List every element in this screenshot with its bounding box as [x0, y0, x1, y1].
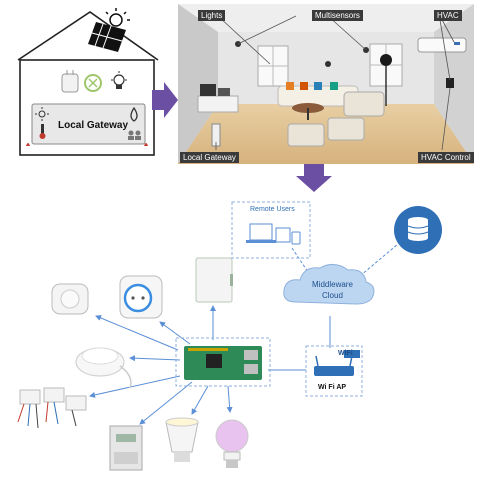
din-energy-meter [109, 425, 143, 471]
connection-lines [89, 243, 399, 425]
smoke-sensor [75, 347, 132, 389]
middleware-cloud [283, 264, 375, 305]
database-icon [394, 206, 442, 254]
wall-module [195, 257, 233, 303]
wifi-ap-device [305, 345, 363, 397]
energy-meter-icon [84, 74, 102, 92]
room-label-multisensors: Multisensors [312, 10, 363, 21]
gu10-bulb [165, 417, 199, 462]
tv-console [197, 84, 239, 113]
link-cloud-to-database [359, 243, 399, 277]
ottoman-right [327, 117, 365, 141]
hvac-control-device [446, 78, 454, 88]
raspberry-pi-gateway [175, 337, 271, 387]
remote-users-label: Remote Users [250, 206, 295, 213]
floor-lamp [380, 54, 392, 106]
occupancy-icon [128, 130, 141, 140]
relay-modules [17, 387, 87, 429]
flow-arrow-down [296, 164, 332, 192]
link-to-gu10-bulb [191, 385, 209, 415]
window-left [257, 45, 289, 87]
coffee-table [292, 103, 324, 120]
house-gateway-label: Local Gateway [58, 120, 129, 131]
network-diagram [17, 201, 442, 471]
rgb-bulb [215, 419, 249, 468]
gateway-panel [31, 103, 146, 145]
solar-panel-icon [88, 8, 130, 52]
link-to-relay-modules [89, 375, 181, 398]
sun-sensor-icon [35, 107, 49, 121]
light-bulb-icon [111, 71, 127, 89]
room-label-hvac: HVAC [434, 10, 462, 21]
room-left-wall [178, 4, 218, 164]
armchair [343, 91, 385, 117]
smart-plug [119, 275, 163, 319]
house-diagram [17, 8, 159, 156]
fire-alarm-icon [26, 143, 148, 146]
ottoman-left [287, 123, 325, 147]
cloud-label-line1: Middleware [312, 280, 353, 289]
room-label-lights: Lights [198, 10, 226, 21]
humidity-drop-icon [130, 106, 138, 122]
room-floor [178, 104, 474, 164]
room-label-hvac-control: HVAC Control [418, 152, 474, 163]
smart-plug-icon [61, 70, 79, 93]
remote-users-box [231, 201, 311, 259]
link-to-din-meter [139, 381, 193, 425]
wifi-ap-label: Wi Fi AP [318, 384, 347, 391]
cloud-label-line2: Cloud [322, 291, 343, 300]
link-to-motion-sensor [95, 315, 179, 351]
annotation-lines [215, 15, 455, 151]
room-label-local-gateway: Local Gateway [180, 152, 239, 163]
ac-unit [417, 37, 467, 53]
link-to-rgb-bulb [226, 385, 233, 413]
room-render [178, 4, 474, 164]
flow-arrow-right [152, 82, 178, 118]
link-to-smart-plug [159, 321, 191, 345]
wifi-badge: WiFi [338, 350, 353, 357]
thermometer-icon [39, 124, 46, 139]
link-to-smoke-sensor [129, 355, 181, 362]
motion-sensor [51, 283, 89, 315]
sensor-marker-2 [325, 61, 331, 67]
